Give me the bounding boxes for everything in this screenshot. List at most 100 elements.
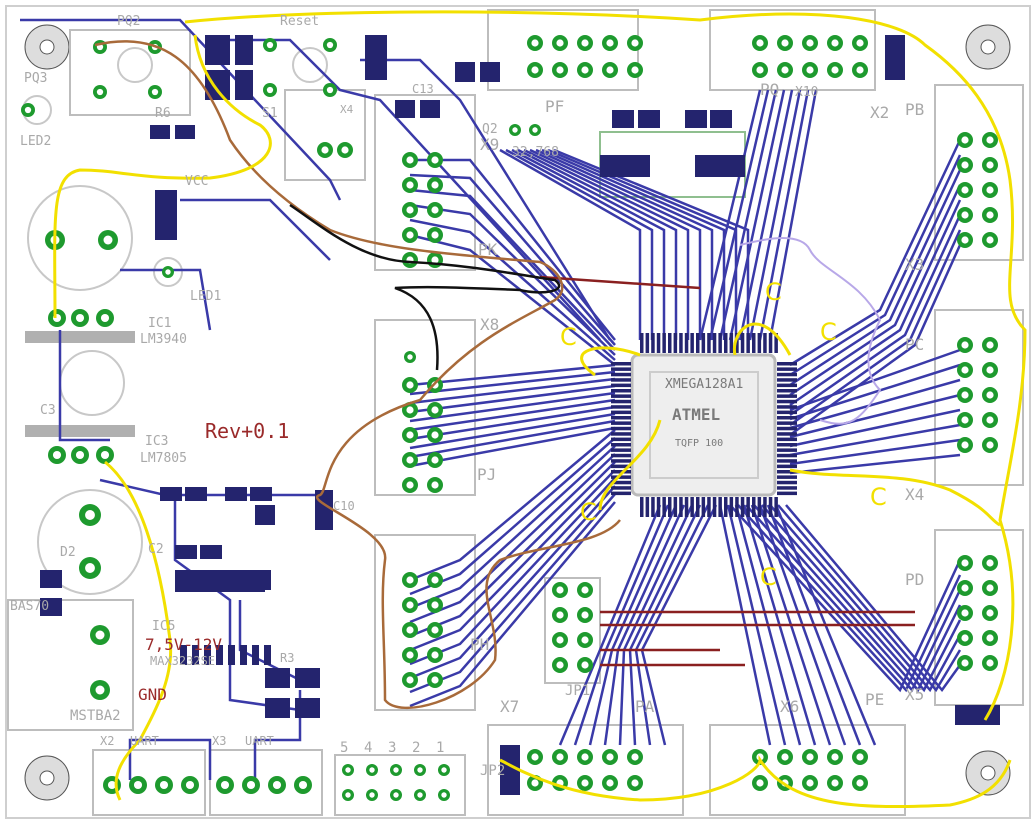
label-pa: PA [635, 697, 655, 716]
mcu-pin [777, 372, 797, 377]
mcu-pin [777, 405, 797, 409]
smd-pad [480, 62, 500, 82]
label-x4: X4 [905, 485, 924, 504]
trace [789, 438, 961, 466]
mcu-pin [611, 378, 631, 382]
label-uart2: UART [245, 734, 274, 748]
mcu-pin [611, 389, 631, 393]
annotation-c: C [560, 323, 577, 351]
trace [789, 393, 961, 439]
label-volt: 7,5V-12V [145, 635, 222, 654]
smd-pad [185, 487, 207, 501]
mcu-pin [611, 491, 631, 496]
annotation-c: C [765, 278, 782, 306]
trace [785, 504, 962, 693]
trace [789, 363, 961, 421]
label-x2b: X2 [100, 734, 114, 748]
label-n4: 4 [364, 740, 372, 756]
label-vcc: VCC [185, 174, 208, 189]
mcu-pin [724, 497, 728, 517]
label-x10: X10 [795, 85, 818, 100]
mcu-pin [777, 486, 797, 490]
mcu-pin [777, 470, 797, 474]
smd-pad [612, 110, 634, 128]
annotation-c: C [760, 563, 777, 591]
mcu-pin [777, 399, 797, 404]
mcu-pin [777, 459, 797, 463]
trace [523, 148, 690, 340]
label-bat: BAS70 [10, 599, 49, 614]
yellow-wires [53, 10, 1027, 809]
label-r6: R6 [155, 106, 171, 121]
smd-pad [365, 35, 387, 80]
trace [789, 453, 961, 475]
mcu-pin [611, 410, 631, 415]
mcu-pin [611, 437, 631, 442]
label-q2: Q2 [482, 122, 498, 137]
label-freq: 32,768 [512, 145, 559, 160]
trace [698, 89, 762, 341]
mcu-pin [777, 475, 797, 479]
smd-pad [250, 487, 272, 501]
ic-pin [204, 645, 211, 665]
smd-pads [40, 35, 1000, 795]
trace [20, 18, 342, 201]
mcu-pin [777, 437, 797, 442]
label-x7: X7 [500, 697, 519, 716]
ic-pin [180, 570, 187, 590]
smd-pad [295, 698, 320, 718]
label-x2: X2 [870, 103, 889, 122]
mcu-pin [662, 497, 666, 517]
annotation-c: C [820, 318, 837, 346]
mcu-pin [740, 333, 745, 353]
trace [729, 504, 962, 693]
smd-pad [500, 745, 520, 795]
label-pf: PF [545, 97, 564, 116]
label-pq: PQ [760, 80, 779, 99]
label-x6: X6 [780, 697, 799, 716]
mcu-pin [611, 383, 631, 388]
mcu-pin [701, 333, 706, 353]
mcu-pin [729, 333, 734, 353]
label-pj: PJ [477, 465, 496, 484]
label-uart1: UART [130, 734, 159, 748]
mcu-pin [611, 432, 631, 436]
label-led1: LED1 [190, 289, 221, 304]
label-n5: 5 [340, 740, 348, 756]
mcu-pin [777, 389, 797, 393]
mcu-pin [690, 333, 694, 353]
label-reset: Reset [280, 14, 319, 29]
mcu-pin [777, 410, 797, 415]
trace [708, 89, 770, 341]
lavender-sketch [739, 237, 882, 425]
ic-pin [192, 570, 199, 590]
mcu-pin [735, 333, 739, 353]
label-x3b: X3 [212, 734, 226, 748]
smd-pad [255, 505, 275, 525]
revision-label: Rev+0.1 [205, 419, 289, 443]
ic-pin [252, 570, 259, 590]
trace [789, 423, 961, 457]
label-pb: PB [905, 100, 924, 119]
label-ic1: IC1 [148, 316, 171, 331]
label-c13: C13 [412, 82, 434, 96]
mcu-pin [763, 333, 767, 353]
mcu-pin [611, 486, 631, 490]
trace [789, 408, 961, 448]
mcu-pin [668, 333, 672, 353]
mcu-pin [684, 497, 689, 517]
trace [409, 391, 616, 423]
trace [409, 453, 616, 624]
smd-pad [885, 35, 905, 80]
mcu-pin [645, 497, 650, 517]
smd-pad [455, 62, 475, 82]
trace [409, 370, 616, 396]
trace [409, 493, 616, 694]
smd-pad [150, 125, 170, 139]
label-ic3: IC3 [145, 434, 168, 449]
trace [409, 363, 616, 387]
mcu-pin [651, 333, 655, 353]
smd-pad [695, 155, 745, 177]
mcu-pin [774, 497, 778, 517]
trace [409, 377, 616, 405]
